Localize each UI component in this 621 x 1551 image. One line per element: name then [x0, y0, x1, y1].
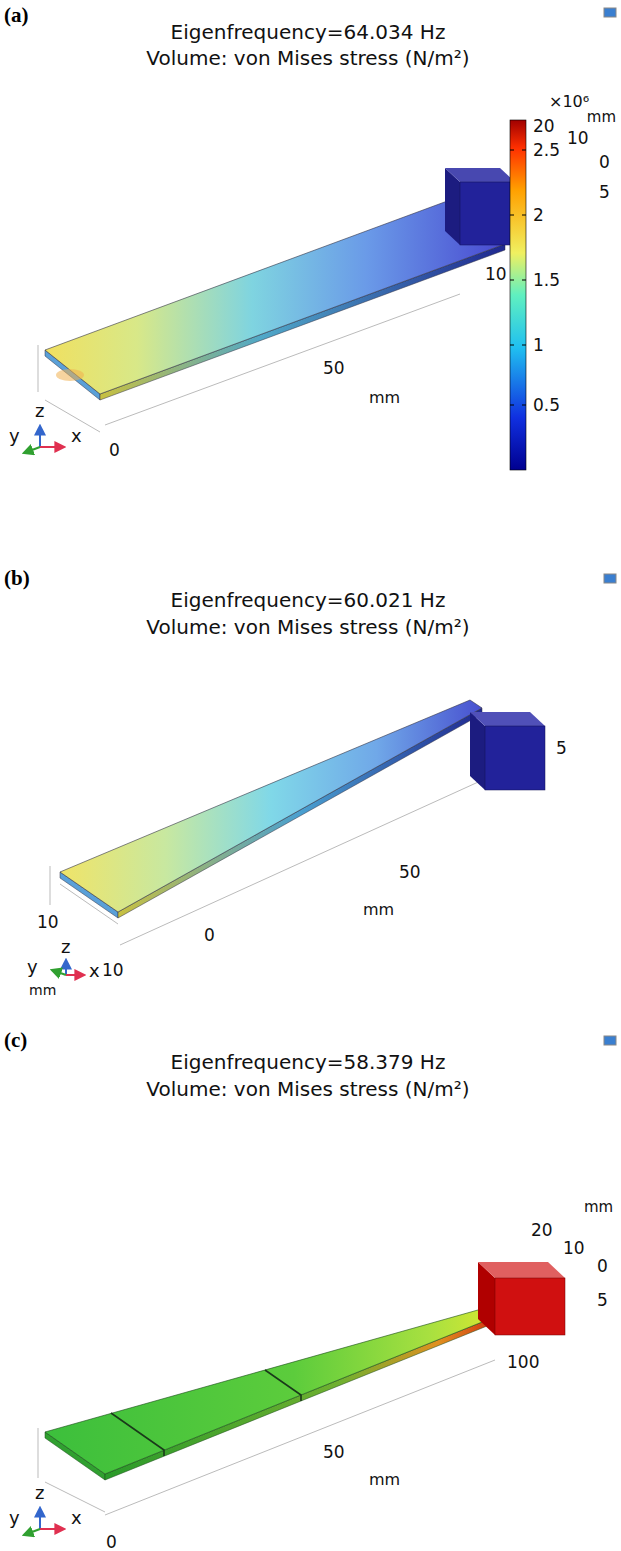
plot-subtitle: Volume: von Mises stress (N/m²) — [145, 46, 470, 70]
triad-y-axis — [52, 970, 66, 975]
colorbar-tick: 2.5 — [532, 140, 561, 160]
axis-tick: 50 — [398, 862, 422, 882]
colorbar-tick: 1 — [532, 335, 545, 355]
axis-tick: 50 — [322, 1442, 346, 1462]
axis-tick: 10 — [484, 264, 508, 284]
tip-mass — [485, 726, 545, 790]
beam-side-face — [105, 1316, 497, 1480]
axis-tick: 0 — [105, 1532, 118, 1551]
axis-unit: mm — [586, 108, 617, 126]
beam-side-face — [118, 708, 482, 918]
panel-letter: (c) — [3, 1028, 28, 1053]
stress-hotspot — [56, 369, 84, 381]
axis-tick: 0 — [108, 440, 121, 460]
tip-mass — [460, 182, 515, 245]
axis-letter: x — [70, 1507, 83, 1529]
axis-tick: 5 — [596, 1290, 609, 1310]
panel-a-plot — [24, 120, 526, 470]
plot-subtitle: Volume: von Mises stress (N/m²) — [145, 615, 470, 639]
grid-line — [38, 345, 39, 392]
grid-line — [38, 1428, 39, 1478]
axis-tick: 10 — [566, 128, 590, 148]
cantilever-beam — [45, 200, 505, 394]
plot-title: Eigenfrequency=64.034 Hz — [170, 20, 447, 44]
window-icon — [604, 1036, 616, 1045]
colorbar — [510, 120, 526, 470]
axis-tick: 0 — [203, 925, 216, 945]
tapered-beam — [60, 700, 482, 912]
window-icon — [604, 8, 616, 17]
plot-subtitle: Volume: von Mises stress (N/m²) — [145, 1077, 470, 1101]
panel-letter: (a) — [3, 3, 30, 28]
axis-letter: z — [60, 936, 71, 958]
axis-tick: 20 — [530, 1220, 554, 1240]
axis-tick: 100 — [506, 1352, 540, 1372]
axis-letter: y — [26, 956, 39, 978]
window-icon — [604, 574, 616, 583]
segment-boundary — [265, 1370, 301, 1401]
axis-tick: 20 — [532, 116, 556, 136]
axis-letter: x — [70, 425, 83, 447]
triad-z-axis — [39, 426, 41, 447]
axis-letter: x — [88, 960, 101, 982]
colorbar-tick: 2 — [532, 205, 545, 225]
axis-tick: 10 — [36, 912, 60, 932]
plot-title: Eigenfrequency=60.021 Hz — [170, 588, 447, 612]
triad-z-axis — [39, 1508, 41, 1529]
axis-unit: mm — [368, 1470, 401, 1489]
axis-tick: 50 — [322, 358, 346, 378]
colorbar-tick: 0.5 — [532, 395, 561, 415]
colorbar-ticks — [510, 150, 526, 405]
colorbar-tick: 1.5 — [532, 270, 561, 290]
axis-unit: mm — [583, 1198, 614, 1216]
axis-letter: z — [34, 400, 45, 422]
axis-unit: mm — [362, 900, 395, 919]
axis-tick: 5 — [555, 738, 568, 758]
axis-tick: 0 — [596, 1256, 609, 1276]
plot-title: Eigenfrequency=58.379 Hz — [170, 1050, 447, 1074]
axis-tick: 10 — [562, 1238, 586, 1258]
triad-z-axis — [65, 960, 67, 975]
axis-letter: y — [8, 425, 21, 447]
panel-letter: (b) — [3, 566, 31, 591]
tip-mass-top — [445, 168, 515, 182]
axis-tick: 0 — [598, 152, 611, 172]
grid-line — [50, 866, 51, 905]
triad-x-axis — [40, 446, 64, 448]
segment-boundary — [111, 1413, 164, 1456]
triad-y-axis — [24, 447, 40, 453]
tip-mass-top — [478, 1262, 565, 1278]
axis-tick: 10 — [101, 960, 125, 980]
triad-x-axis — [66, 974, 84, 976]
panel-b-plot — [50, 700, 545, 975]
panel-c-plot — [24, 1262, 565, 1535]
colorbar-multiplier: ×10⁶ — [548, 92, 590, 111]
segmented-beam — [45, 1308, 497, 1474]
axis-unit: mm — [368, 388, 401, 407]
tip-mass-top — [470, 712, 545, 726]
axis-letter: z — [34, 1482, 45, 1504]
triad-y-axis — [24, 1529, 40, 1535]
axis-tick: 5 — [598, 182, 611, 202]
axis-unit: mm — [28, 982, 57, 999]
axis-letter: y — [8, 1507, 21, 1529]
triad-x-axis — [40, 1528, 64, 1530]
tip-mass — [495, 1278, 565, 1335]
